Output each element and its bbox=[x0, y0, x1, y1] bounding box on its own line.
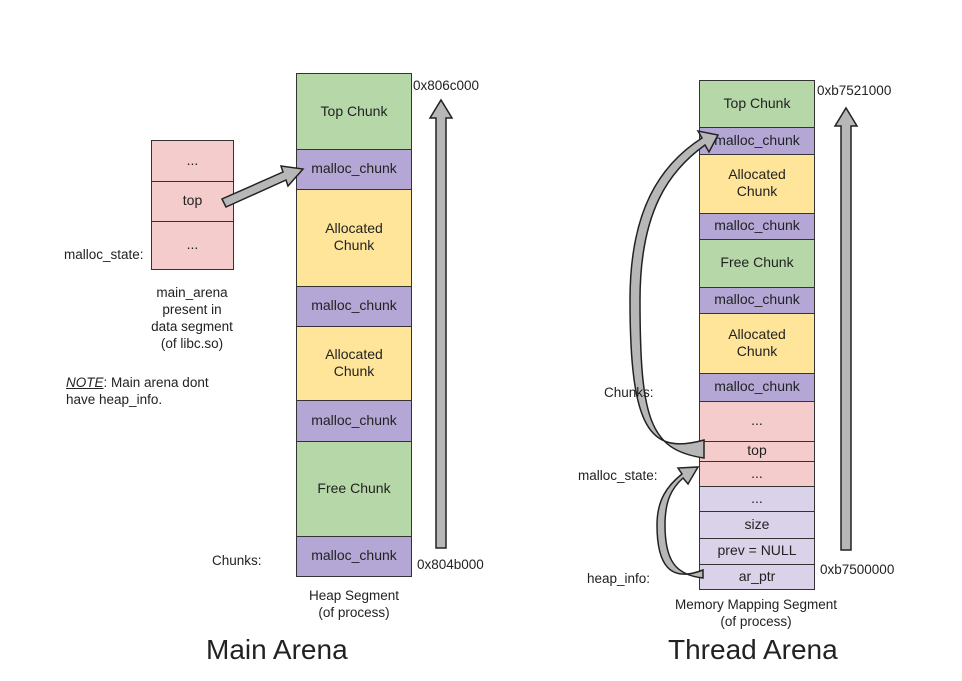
malloc-state-label-thread: malloc_state: bbox=[578, 468, 658, 483]
heap-block-malloc-chunk: malloc_chunk bbox=[296, 535, 412, 577]
heap-block-allocated-chunk: Allocated Chunk bbox=[296, 188, 412, 287]
thread-block-malloc-chunk: malloc_chunk bbox=[699, 372, 815, 402]
heap-block-top-chunk: Top Chunk bbox=[296, 73, 412, 150]
main-arena-note: NOTE: Main arena dont have heap_info. bbox=[66, 374, 209, 408]
mmap-segment-caption: Memory Mapping Segment (of process) bbox=[674, 597, 838, 629]
heap-block-malloc-chunk: malloc_chunk bbox=[296, 285, 412, 327]
malloc-state-row-field: ... bbox=[151, 220, 234, 270]
heap-info-label: heap_info: bbox=[587, 571, 651, 586]
address-growth-arrow-main bbox=[428, 98, 454, 549]
malloc-state-row-field: top bbox=[151, 180, 234, 222]
heap-block-allocated-chunk: Allocated Chunk bbox=[296, 325, 412, 401]
thread-block-malloc-chunk: malloc_chunk bbox=[699, 126, 815, 155]
top-pointer-arrow-thread bbox=[629, 129, 720, 459]
thread-block-malloc-chunk: malloc_chunk bbox=[699, 286, 815, 314]
address-top-main: 0x806c000 bbox=[413, 78, 480, 93]
thread-block-field: ... bbox=[699, 460, 815, 487]
thread-block-allocated-chunk: Allocated Chunk bbox=[699, 153, 815, 214]
address-bottom-thread: 0xb7500000 bbox=[820, 562, 895, 577]
address-bottom-main: 0x804b000 bbox=[417, 557, 484, 572]
address-top-thread: 0xb7521000 bbox=[817, 83, 892, 98]
heap-segment-caption: Heap Segment (of process) bbox=[308, 588, 400, 620]
thread-block-allocated-chunk: Allocated Chunk bbox=[699, 312, 815, 374]
malloc-state-row-field: ... bbox=[151, 140, 234, 182]
thread-block-ar-ptr: ar_ptr bbox=[699, 563, 815, 590]
ar-ptr-arrow-thread bbox=[656, 466, 704, 579]
main-arena-title: Main Arena bbox=[206, 634, 348, 665]
chunks-label-main: Chunks: bbox=[212, 553, 262, 568]
address-growth-arrow-thread bbox=[833, 106, 859, 551]
thread-block-free-chunk: Free Chunk bbox=[699, 238, 815, 288]
main-arena-caption: main_arena present in data segment (of l… bbox=[151, 285, 233, 351]
note-text: : Main arena dont have heap_info. bbox=[66, 375, 209, 407]
malloc-state-label-main: malloc_state: bbox=[64, 247, 144, 262]
thread-block-top-chunk: Top Chunk bbox=[699, 80, 815, 128]
thread-block-malloc-chunk: malloc_chunk bbox=[699, 212, 815, 240]
note-prefix: NOTE bbox=[66, 375, 104, 390]
chunks-label-thread: Chunks: bbox=[604, 385, 654, 400]
heap-block-malloc-chunk: malloc_chunk bbox=[296, 399, 412, 442]
heap-block-free-chunk: Free Chunk bbox=[296, 440, 412, 537]
thread-arena-title: Thread Arena bbox=[668, 634, 838, 665]
top-pointer-arrow-main bbox=[220, 165, 305, 208]
thread-block-prev-null: prev = NULL bbox=[699, 537, 815, 565]
thread-block-size: size bbox=[699, 510, 815, 539]
